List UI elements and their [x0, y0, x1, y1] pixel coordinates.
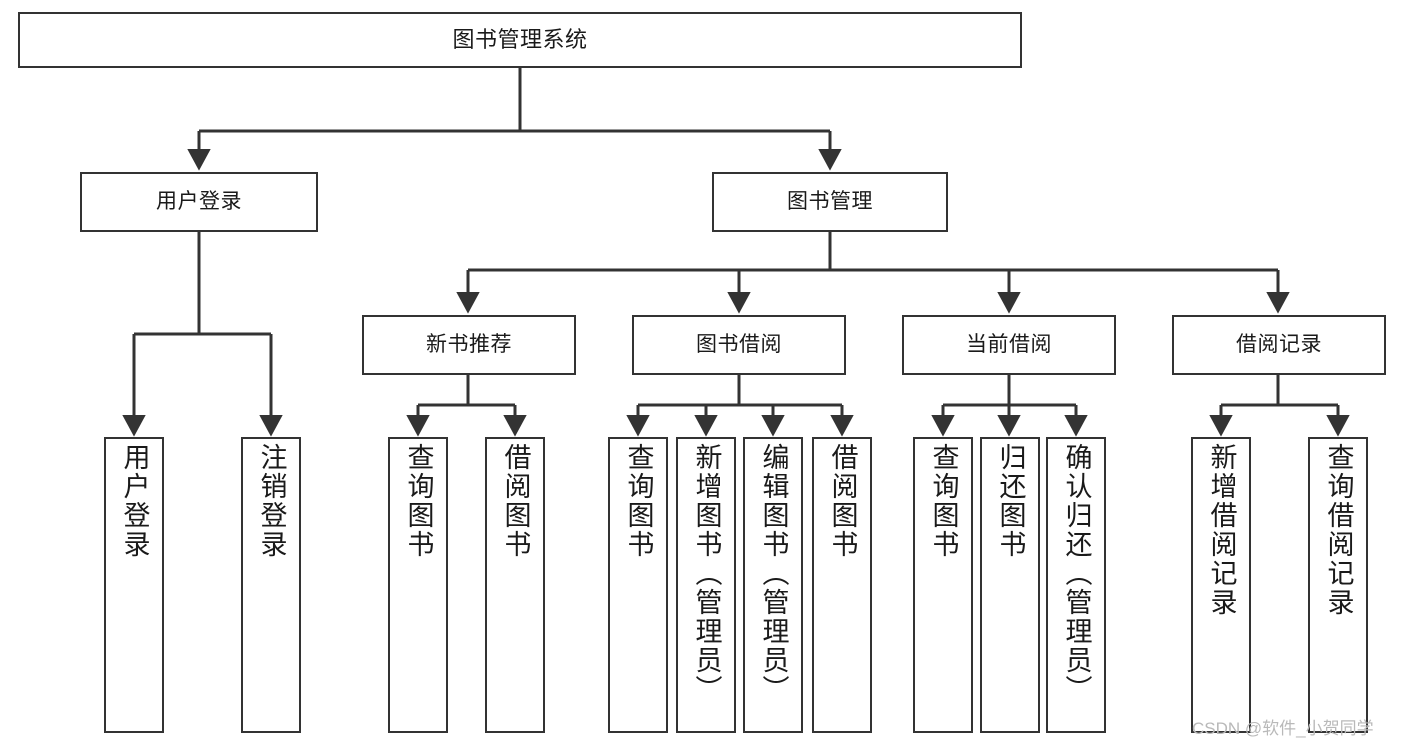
leaf-edit-book-admin[interactable]: 编辑图书（管理员） — [743, 437, 803, 733]
node-label: 查询图书 — [928, 443, 959, 559]
node-label: 借阅图书 — [827, 443, 858, 559]
leaf-borrow-book-recommend[interactable]: 借阅图书 — [485, 437, 545, 733]
leaf-borrow-book[interactable]: 借阅图书 — [812, 437, 872, 733]
leaf-user-login[interactable]: 用户登录 — [104, 437, 164, 733]
node-root-system[interactable]: 图书管理系统 — [18, 12, 1022, 68]
leaf-confirm-return-admin[interactable]: 确认归还（管理员） — [1046, 437, 1106, 733]
leaf-return-book[interactable]: 归还图书 — [980, 437, 1040, 733]
node-label: 查询图书 — [623, 443, 654, 559]
node-current-borrow[interactable]: 当前借阅 — [902, 315, 1116, 375]
leaf-query-book-current[interactable]: 查询图书 — [913, 437, 973, 733]
leaf-add-borrow-record[interactable]: 新增借阅记录 — [1191, 437, 1251, 733]
node-label: 新增图书（管理员） — [691, 443, 722, 704]
leaf-query-book-borrow[interactable]: 查询图书 — [608, 437, 668, 733]
node-borrow-record[interactable]: 借阅记录 — [1172, 315, 1386, 375]
leaf-logout-login[interactable]: 注销登录 — [241, 437, 301, 733]
node-label: 查询借阅记录 — [1323, 443, 1354, 617]
node-label: 查询图书 — [403, 443, 434, 559]
node-label: 当前借阅 — [966, 333, 1052, 357]
leaf-add-book-admin[interactable]: 新增图书（管理员） — [676, 437, 736, 733]
node-label: 新增借阅记录 — [1206, 443, 1237, 617]
node-label: 编辑图书（管理员） — [758, 443, 789, 704]
node-user-login[interactable]: 用户登录 — [80, 172, 318, 232]
node-label: 图书管理 — [787, 190, 873, 214]
node-label: 注销登录 — [256, 443, 287, 559]
node-label: 借阅图书 — [500, 443, 531, 559]
node-label: 借阅记录 — [1236, 333, 1322, 357]
node-book-borrow[interactable]: 图书借阅 — [632, 315, 846, 375]
leaf-query-book-recommend[interactable]: 查询图书 — [388, 437, 448, 733]
node-label: 新书推荐 — [426, 333, 512, 357]
node-new-book-recommend[interactable]: 新书推荐 — [362, 315, 576, 375]
node-label: 归还图书 — [995, 443, 1026, 559]
node-label: 图书借阅 — [696, 333, 782, 357]
leaf-query-borrow-record[interactable]: 查询借阅记录 — [1308, 437, 1368, 733]
node-label: 确认归还（管理员） — [1061, 443, 1092, 704]
csdn-watermark: CSDN @软件_小贺同学 — [1192, 719, 1374, 738]
node-book-manage[interactable]: 图书管理 — [712, 172, 948, 232]
node-label: 用户登录 — [156, 190, 242, 214]
node-label: 用户登录 — [119, 443, 150, 559]
node-label: 图书管理系统 — [452, 26, 588, 52]
